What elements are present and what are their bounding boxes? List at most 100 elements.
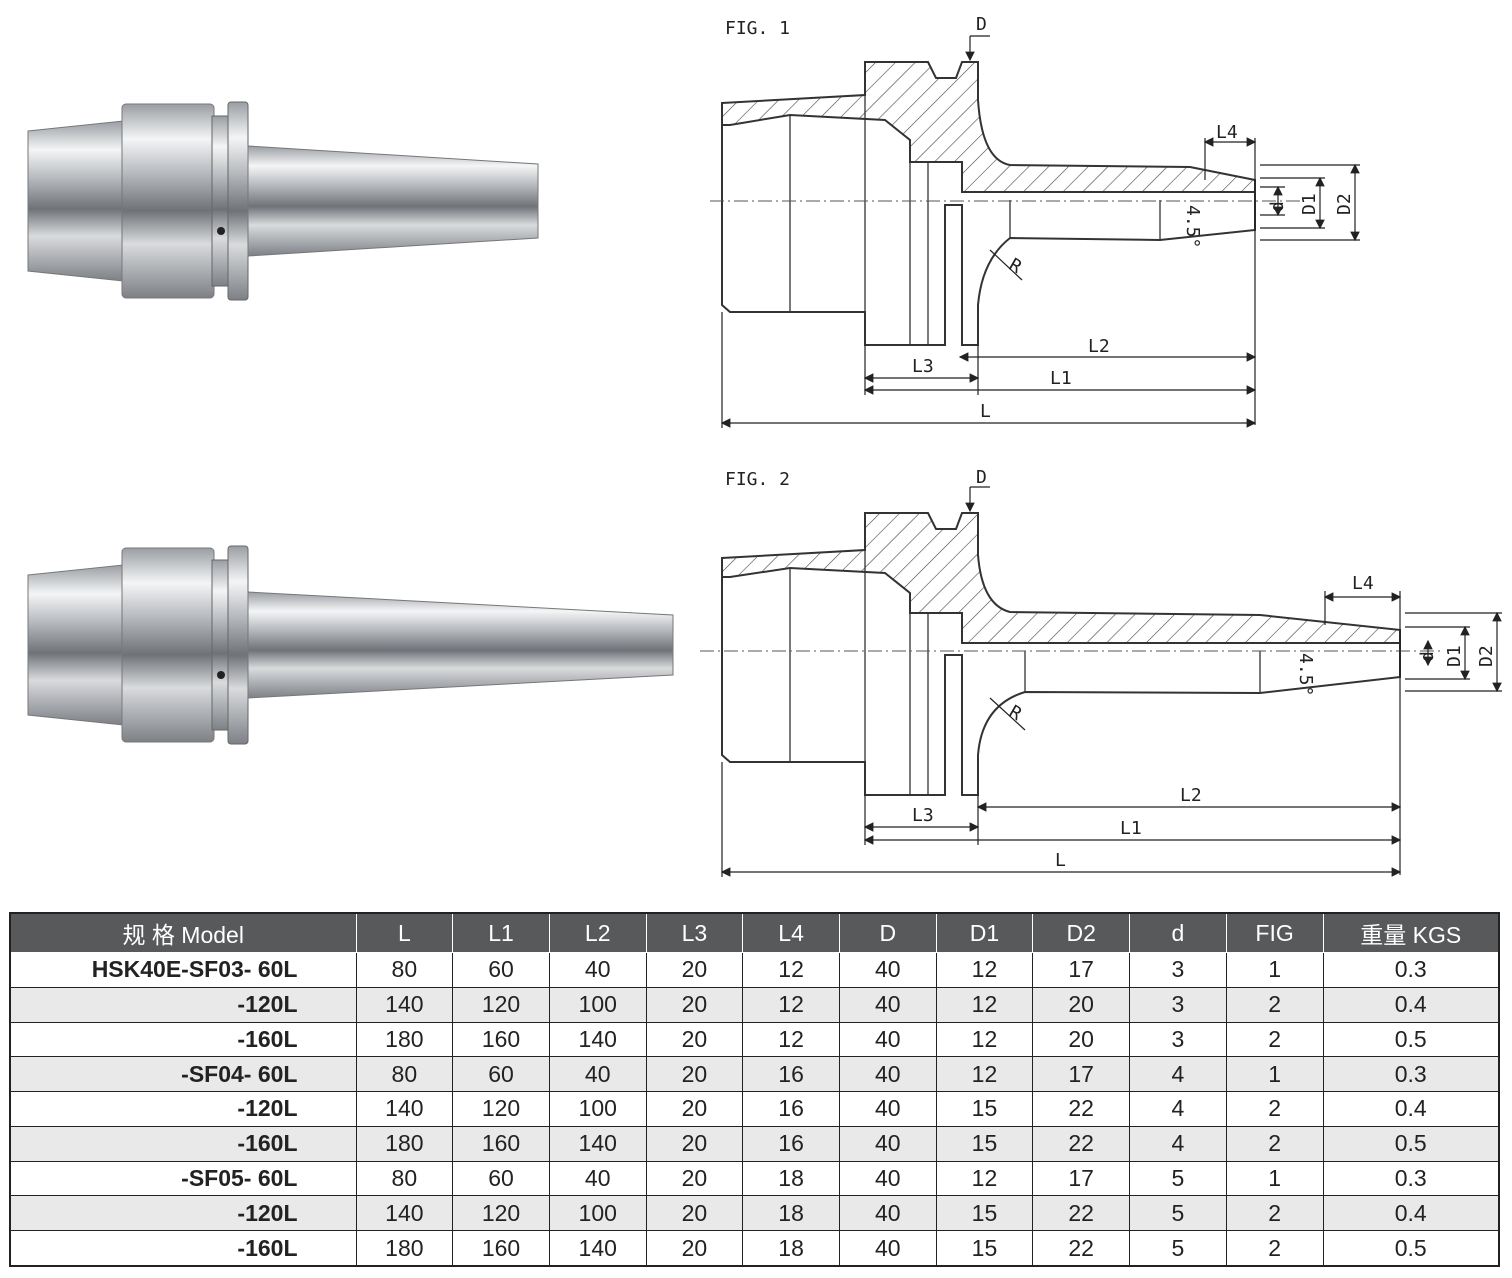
table-cell: 2: [1225, 986, 1324, 1023]
table-cell: 160: [452, 1230, 550, 1267]
table-cell: 5: [1129, 1230, 1227, 1267]
table-cell: 18: [742, 1230, 840, 1267]
dim-L1: L1: [1120, 818, 1142, 839]
table-cell: 180: [355, 1230, 454, 1267]
model-cell: HSK40E-SF03- 60L: [9, 952, 357, 988]
table-cell: 20: [645, 1021, 744, 1058]
table-cell: 140: [355, 1195, 454, 1232]
table-cell: 40: [548, 1056, 647, 1093]
table-cell: 1: [1225, 952, 1324, 988]
table-cell: 120: [452, 1195, 550, 1232]
table-cell: 40: [838, 1160, 937, 1197]
dim-L4: L4: [1216, 122, 1238, 143]
dim-D1: D1: [1444, 645, 1465, 667]
table-cell: 20: [1032, 986, 1130, 1023]
table-cell: 4: [1129, 1125, 1227, 1162]
header-L1: L1: [452, 912, 550, 953]
model-cell: -SF04- 60L: [9, 1056, 357, 1093]
table-cell: 100: [548, 986, 647, 1023]
table-cell: 15: [935, 1125, 1034, 1162]
header-D1: D1: [935, 912, 1034, 953]
table-cell: 20: [645, 1160, 744, 1197]
table-cell: 22: [1032, 1195, 1130, 1232]
table-cell: 12: [742, 952, 840, 988]
dim-D: D: [976, 14, 987, 35]
table-cell: 60: [452, 1056, 550, 1093]
table-cell: 80: [355, 952, 454, 988]
model-cell: -160L: [9, 1230, 357, 1267]
table-cell: 15: [935, 1091, 1034, 1127]
dim-L3: L3: [912, 805, 934, 826]
table-cell: 100: [548, 1091, 647, 1127]
table-cell: 12: [742, 1021, 840, 1058]
table-cell: 0.5: [1322, 1125, 1500, 1162]
table-cell: 15: [935, 1195, 1034, 1232]
dim-L3: L3: [912, 356, 934, 377]
table-cell: 180: [355, 1125, 454, 1162]
fig-label: FIG. 2: [725, 469, 790, 490]
dim-L1: L1: [1050, 368, 1072, 389]
model-cell: -120L: [9, 1195, 357, 1232]
table-cell: 5: [1129, 1195, 1227, 1232]
table-cell: 12: [742, 986, 840, 1023]
table-cell: 120: [452, 986, 550, 1023]
table-cell: 40: [548, 952, 647, 988]
table-cell: 17: [1032, 1056, 1130, 1093]
model-cell: -120L: [9, 1091, 357, 1127]
dim-D: D: [976, 467, 987, 488]
table-cell: 40: [838, 1056, 937, 1093]
spec-table: 规 格 Model L L1 L2 L3 L4 D D1 D2 d FIG 重量…: [9, 912, 1500, 1267]
table-cell: 2: [1225, 1230, 1324, 1267]
table-cell: 2: [1225, 1195, 1324, 1232]
header-L4: L4: [742, 912, 840, 953]
header-D2: D2: [1032, 912, 1130, 953]
table-cell: 140: [355, 1091, 454, 1127]
table-cell: 0.3: [1322, 1160, 1500, 1197]
fig-label: FIG. 1: [725, 18, 790, 39]
table-cell: 100: [548, 1195, 647, 1232]
dim-L2: L2: [1088, 336, 1110, 357]
table-cell: 40: [838, 1091, 937, 1127]
table-cell: 15: [935, 1230, 1034, 1267]
table-cell: 1: [1225, 1160, 1324, 1197]
table-cell: 16: [742, 1091, 840, 1127]
dim-R: R: [1005, 701, 1025, 725]
header-fig: FIG: [1225, 912, 1324, 953]
table-cell: 20: [1032, 1021, 1130, 1058]
header-d: d: [1129, 912, 1227, 953]
table-cell: 20: [645, 952, 744, 988]
dim-L: L: [980, 401, 991, 422]
table-cell: 40: [838, 1230, 937, 1267]
table-cell: 20: [645, 1091, 744, 1127]
table-cell: 17: [1032, 1160, 1130, 1197]
technical-drawing-fig1: FIG. 1 D L4 d D1 D2 4.5° R L2 L3 L1 L: [710, 14, 1360, 428]
table-cell: 60: [452, 952, 550, 988]
header-L2: L2: [548, 912, 647, 953]
dim-D1: D1: [1299, 193, 1320, 215]
table-cell: 20: [645, 1195, 744, 1232]
dim-d: d: [1417, 651, 1438, 662]
dim-L: L: [1055, 850, 1066, 871]
tool-holder-photo-long: [27, 545, 674, 745]
model-cell: -160L: [9, 1021, 357, 1058]
table-cell: 0.4: [1322, 1195, 1500, 1232]
model-cell: -SF05- 60L: [9, 1160, 357, 1197]
table-cell: 0.5: [1322, 1230, 1500, 1267]
table-cell: 2: [1225, 1021, 1324, 1058]
table-cell: 80: [355, 1056, 454, 1093]
table-cell: 22: [1032, 1125, 1130, 1162]
table-cell: 12: [935, 986, 1034, 1023]
dim-L4: L4: [1352, 573, 1374, 594]
technical-drawing-fig2: FIG. 2 D L4 d D1 D2 4.5° R L2 L3 L1 L: [700, 467, 1502, 877]
table-cell: 60: [452, 1160, 550, 1197]
table-cell: 12: [935, 1056, 1034, 1093]
table-cell: 120: [452, 1091, 550, 1127]
table-cell: 20: [645, 1125, 744, 1162]
header-L3: L3: [645, 912, 744, 953]
table-cell: 160: [452, 1021, 550, 1058]
table-cell: 3: [1129, 952, 1227, 988]
table-cell: 4: [1129, 1056, 1227, 1093]
